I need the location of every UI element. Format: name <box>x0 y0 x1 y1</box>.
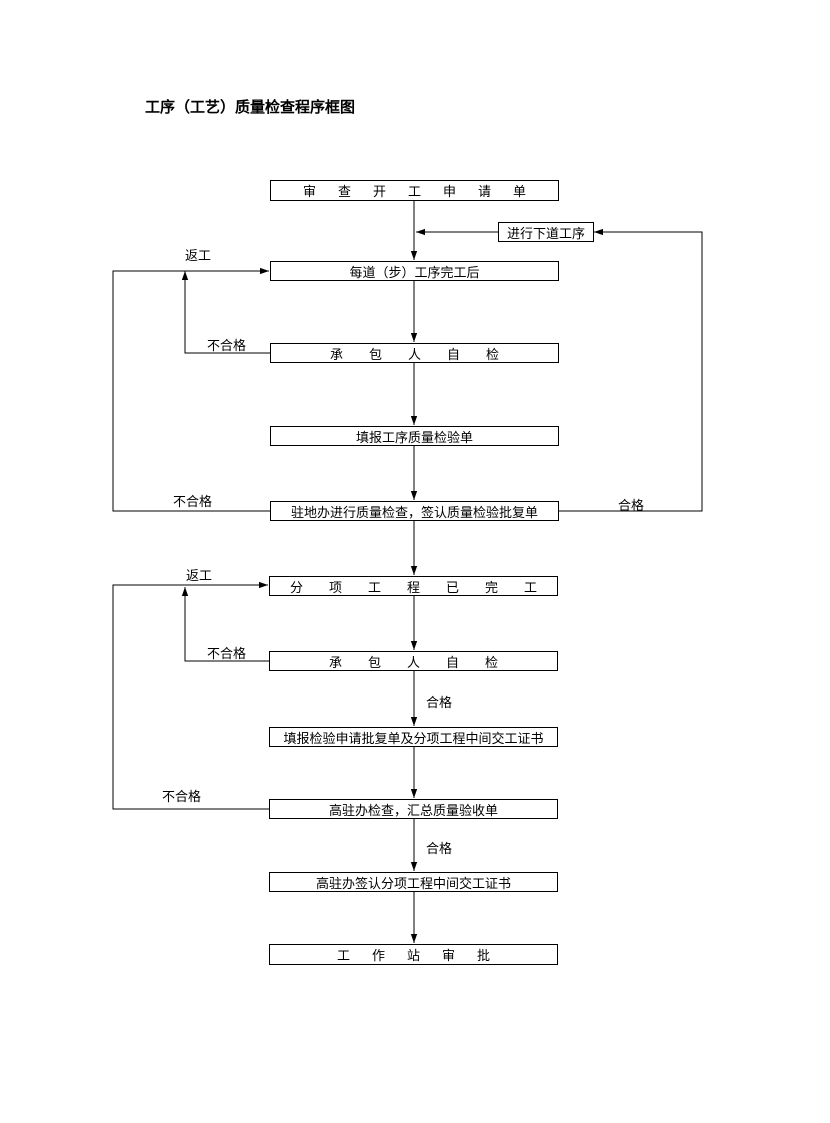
box-review-start-application: 审查开工申请单 <box>270 180 559 201</box>
label-pass-2: 合格 <box>426 696 453 711</box>
box-subitem-complete: 分项工程已完工 <box>269 576 558 596</box>
box-fill-inspection-application: 填报检验申请批复单及分项工程中间交工证书 <box>269 727 558 747</box>
box-contractor-self-check-2: 承包人自检 <box>269 651 558 671</box>
label-pass-3: 合格 <box>426 842 453 857</box>
arrow-rework-outer-1 <box>112 267 270 512</box>
box-high-office-check: 高驻办检查，汇总质量验收单 <box>269 799 558 819</box>
box-high-office-sign: 高驻办签认分项工程中间交工证书 <box>269 872 558 892</box>
box-next-process: 进行下道工序 <box>498 222 594 242</box>
arrow-rework-outer-2 <box>112 581 269 810</box>
box-fill-quality-form: 填报工序质量检验单 <box>270 426 559 446</box>
label-rework-2: 返工 <box>186 569 213 584</box>
label-rework-1: 返工 <box>185 249 212 264</box>
box-resident-office-check: 驻地办进行质量检查，签认质量检验批复单 <box>270 501 559 521</box>
label-pass-1: 合格 <box>618 499 645 514</box>
box-contractor-self-check-1: 承包人自检 <box>270 343 559 363</box>
arrow-rework-inner-2 <box>181 587 269 662</box>
label-fail-2: 不合格 <box>173 495 213 510</box>
arrow-rework-inner-1 <box>181 271 270 354</box>
box-each-step-complete: 每道（步）工序完工后 <box>270 261 559 281</box>
box-work-station-approval: 工作站审批 <box>269 944 558 965</box>
page-title: 工序（工艺）质量检查程序框图 <box>145 98 356 116</box>
label-fail-4: 不合格 <box>162 790 202 805</box>
arrow-pass-loop <box>558 228 703 512</box>
label-fail-1: 不合格 <box>207 339 247 354</box>
label-fail-3: 不合格 <box>207 647 247 662</box>
